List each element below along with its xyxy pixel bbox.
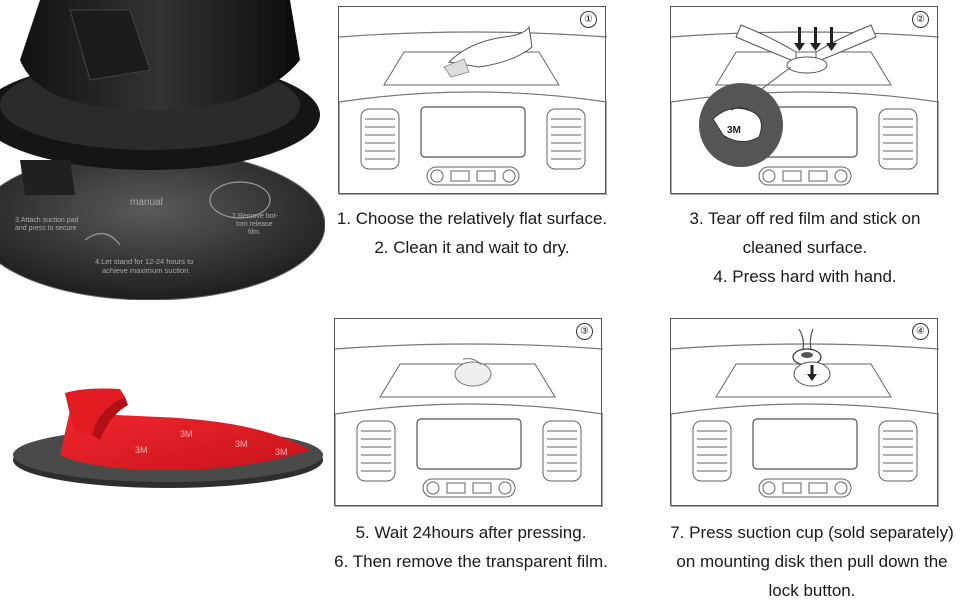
caption-line: 5. Wait 24hours after pressing. xyxy=(355,523,587,542)
film-badge-3m: 3M xyxy=(727,125,741,136)
film-print-3m-2: 3M xyxy=(235,439,248,449)
disk-label-attach-1: 3.Attach suction pad xyxy=(15,217,79,224)
step-number-badge: ① xyxy=(580,11,597,28)
film-print-3m-1: 3M xyxy=(180,429,193,439)
caption-line: 4. Press hard with hand. xyxy=(713,267,897,286)
dashboard-illustration: 3M xyxy=(671,24,939,195)
step-panel-1: ① xyxy=(338,6,607,195)
disk-label-stand-1: 4.Let stand for 12-24 hours to xyxy=(95,257,193,266)
step-panel-4: ④ xyxy=(670,318,939,507)
step-panel-2: 3M ② xyxy=(670,6,939,195)
disk-label-remove-3: film. xyxy=(248,229,261,236)
caption-line: 6. Then remove the transparent film. xyxy=(334,552,608,571)
caption-line: 2. Clean it and wait to dry. xyxy=(374,238,570,257)
film-print-3m-4: 3M xyxy=(275,447,288,457)
caption-line: lock button. xyxy=(768,581,856,600)
caption-line: cleaned surface. xyxy=(742,238,868,257)
caption-line: 3. Tear off red film and stick on xyxy=(689,209,921,228)
mount-base-photo: manual 3.Attach suction pad and press to… xyxy=(0,0,325,300)
disk-label-attach-2: and press to secure xyxy=(15,225,77,232)
film-print-3m-3: 3M xyxy=(135,445,148,455)
step-panel-3: ③ xyxy=(334,318,603,507)
step-caption-3: 5. Wait 24hours after pressing. 6. Then … xyxy=(326,518,616,576)
disk-label-remove-1: 2.Remove bot- xyxy=(232,213,279,220)
step-caption-1: 1. Choose the relatively flat surface. 2… xyxy=(330,204,614,262)
step-number-badge: ④ xyxy=(912,323,929,340)
caption-line: on mounting disk then pull down the xyxy=(676,552,948,571)
dashboard-illustration xyxy=(671,328,939,507)
disk-label-stand-2: achieve maximum suction. xyxy=(102,266,190,275)
step-number-badge: ② xyxy=(912,11,929,28)
disk-label-manual: manual xyxy=(130,197,163,208)
disk-label-remove-2: tom release xyxy=(236,221,273,228)
dashboard-illustration xyxy=(339,25,607,195)
step-number-badge: ③ xyxy=(576,323,593,340)
dashboard-illustration xyxy=(335,343,603,507)
caption-line: 7. Press suction cup (sold separately) xyxy=(670,523,954,542)
caption-line: 1. Choose the relatively flat surface. xyxy=(336,209,608,228)
step-caption-2: 3. Tear off red film and stick on cleane… xyxy=(660,204,950,291)
step-caption-4: 7. Press suction cup (sold separately) o… xyxy=(658,518,966,605)
adhesive-disk-photo: 3M 3M 3M 3M xyxy=(0,375,330,495)
